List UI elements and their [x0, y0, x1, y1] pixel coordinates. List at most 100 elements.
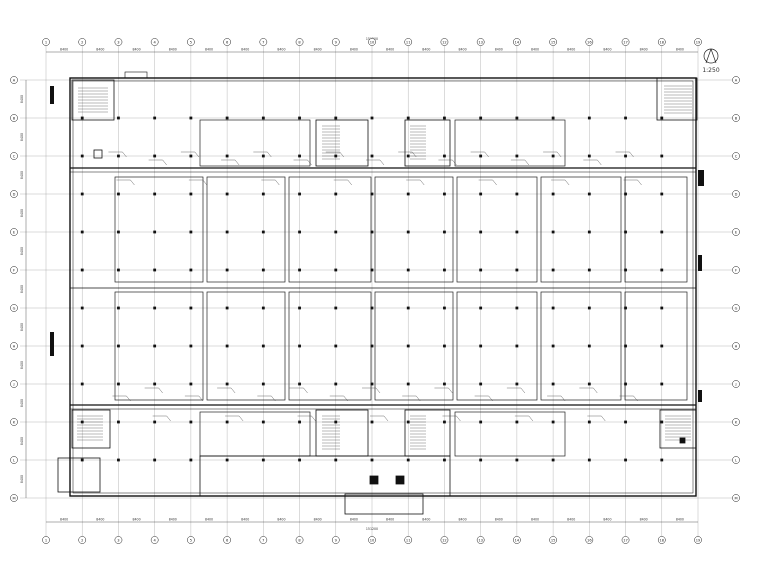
pipe-tag-leader: [126, 395, 131, 402]
equipment-markers: [50, 71, 704, 402]
grid-bubble: [732, 418, 740, 426]
pipe-tag-leader: [597, 159, 602, 166]
dimension-text: 8400: [567, 48, 575, 52]
entrance-canopy: [93, 149, 686, 497]
column-mark: [117, 382, 120, 386]
grid-bubble: [295, 38, 304, 46]
pipe-tag-leader: [194, 151, 200, 158]
column-mark: [153, 344, 157, 348]
dimension-text: 8400: [20, 247, 24, 255]
grid-bubble-label: K: [735, 420, 738, 424]
column-mark: [225, 344, 229, 348]
column-mark: [298, 306, 301, 310]
column-mark: [261, 420, 265, 424]
grid-bubble-label: 10: [370, 40, 375, 44]
column-mark: [80, 306, 84, 310]
grid-bubble: [621, 536, 630, 544]
column-mark: [80, 230, 84, 234]
grid-bubble-label: C: [13, 154, 16, 158]
grid-bubble-label: A: [13, 78, 16, 82]
grid-bubble-label: E: [735, 230, 738, 234]
pipe-tag-leader: [375, 387, 381, 394]
column-mark: [80, 420, 84, 424]
column-mark: [660, 344, 664, 348]
column-mark: [515, 420, 519, 424]
grid-bubble-label: 17: [623, 538, 628, 542]
grid-bubble: [440, 536, 449, 544]
grid-bubble-label: G: [13, 306, 16, 310]
column-mark: [370, 268, 374, 272]
column-mark: [80, 382, 84, 386]
dimension-text: 8400: [277, 48, 285, 52]
pipe-tag-leader: [347, 179, 352, 186]
column-mark: [406, 382, 410, 386]
column-mark: [443, 382, 446, 386]
dimension-text: 8400: [60, 518, 68, 522]
column-mark: [443, 344, 446, 348]
column-mark: [153, 306, 157, 310]
dimension-text: 8400: [20, 285, 24, 293]
column-mark: [479, 154, 483, 158]
dimension-text: 8400: [640, 48, 648, 52]
dimension-text: 8400: [640, 518, 648, 522]
grid-bubble-label: G: [735, 306, 738, 310]
column-mark: [370, 306, 374, 310]
column-mark: [551, 268, 555, 272]
column-mark: [515, 382, 519, 386]
grid-bubble: [78, 536, 87, 544]
column-mark: [117, 420, 120, 424]
dimension-text: 8400: [20, 171, 24, 179]
column-mark: [117, 116, 120, 120]
column-mark: [660, 268, 664, 272]
dimension-text: 8400: [169, 48, 177, 52]
column-mark: [261, 268, 265, 272]
column-mark: [225, 382, 229, 386]
grid-bubble: [10, 456, 18, 464]
column-mark: [298, 192, 301, 196]
grid-bubble-label: 12: [442, 40, 447, 44]
column-mark: [370, 382, 374, 386]
column-mark: [551, 192, 555, 196]
column-mark: [479, 116, 483, 120]
grid-bubble: [732, 494, 740, 502]
grid-bubble-label: B: [13, 116, 16, 120]
column-mark: [334, 154, 338, 158]
grid-bubble: [732, 304, 740, 312]
grid-bubble-label: 17: [623, 40, 628, 44]
pipe-tag-leader: [524, 159, 530, 166]
grid-bubble: [732, 456, 740, 464]
grid-bubble-label: M: [734, 496, 737, 500]
pipe-tag-leader: [452, 159, 457, 166]
column-mark: [624, 306, 627, 310]
column-mark: [443, 268, 446, 272]
pipe-tag-leader: [412, 151, 417, 158]
grid-bubble-label: D: [735, 192, 738, 196]
column-mark: [587, 382, 591, 386]
pipe-tag-leader: [234, 159, 240, 166]
dimension-text: 8400: [495, 48, 503, 52]
grid-bubble: [223, 38, 231, 46]
grid-bubble: [187, 536, 195, 544]
column-mark: [153, 154, 157, 158]
pipe-tag-leader: [230, 387, 236, 394]
column-mark: [587, 154, 591, 158]
grid-bubble-label: 19: [696, 40, 701, 44]
column-mark: [189, 344, 193, 348]
column-mark: [406, 230, 410, 234]
grid-lines: [20, 46, 738, 536]
column-mark: [370, 154, 374, 158]
pipe-tag-leader: [448, 387, 453, 394]
grid-bubble-label: 8: [298, 538, 301, 542]
grid-bubble: [259, 38, 268, 46]
pipe-tag-leader: [637, 179, 642, 186]
corridor-walls: [70, 167, 696, 410]
pipe-tag-leader: [564, 179, 570, 186]
drawing-scale: 1:250: [702, 67, 719, 74]
grid-bubble: [10, 342, 18, 350]
column-mark: [370, 458, 374, 462]
column-mark: [334, 458, 338, 462]
column-mark: [117, 344, 120, 348]
dimension-text: 8400: [495, 518, 503, 522]
grid-bubble-label: L: [735, 458, 737, 462]
grid-bubble-label: 7: [262, 538, 264, 542]
